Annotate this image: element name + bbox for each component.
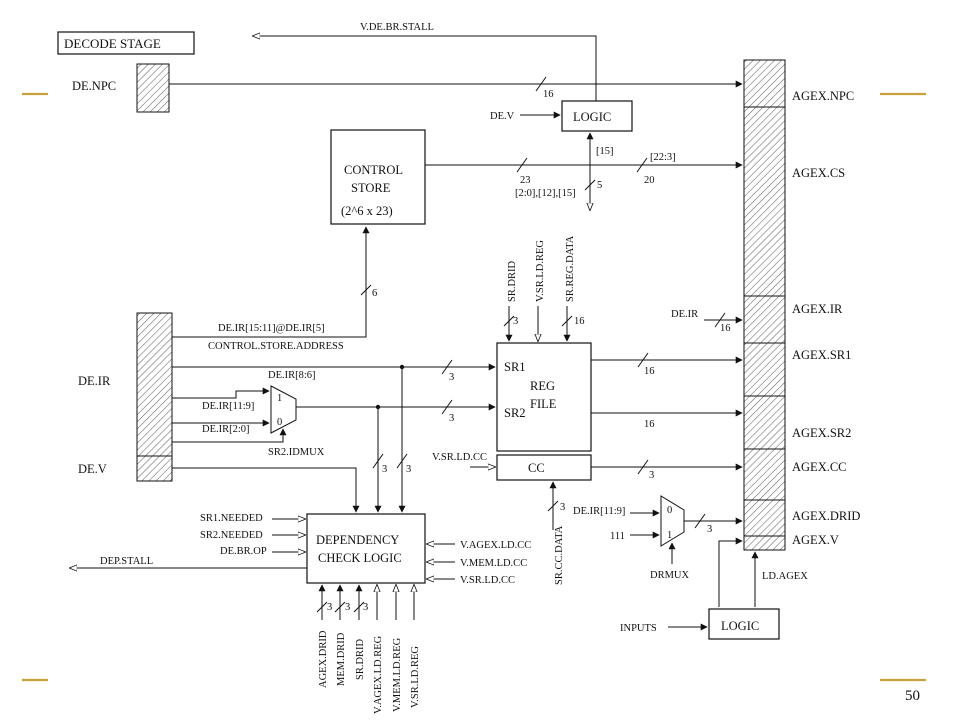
control-store-label-1: CONTROL bbox=[344, 163, 403, 177]
signal-sr-reg-data: SR.REG.DATA bbox=[565, 235, 576, 302]
mux-sr2-in0: 0 bbox=[277, 417, 282, 428]
signal-bottom-sr-drid: SR.DRID bbox=[355, 638, 366, 680]
const-111: 111 bbox=[610, 531, 625, 542]
control-store-label-2: STORE bbox=[351, 181, 391, 195]
dependency-check-box bbox=[306, 513, 426, 584]
signal-inputs: INPUTS bbox=[620, 623, 657, 634]
width-sr2: 3 bbox=[449, 413, 454, 424]
signal-sr-drid: SR.DRID bbox=[507, 260, 518, 302]
logic-top-label: LOGIC bbox=[573, 110, 611, 124]
agex-ir-label: AGEX.IR bbox=[792, 302, 843, 316]
width-ir: 16 bbox=[720, 323, 731, 334]
signal-bottom-mem-drid: MEM.DRID bbox=[336, 632, 347, 686]
signal-bottom-v-mem-ld-reg: V.MEM.LD.REG bbox=[392, 637, 403, 712]
signal-dep-stall: DEP.STALL bbox=[100, 556, 153, 567]
signal-v-de-br-stall: V.DE.BR.STALL bbox=[360, 22, 434, 33]
width-reg-data: 16 bbox=[574, 316, 585, 327]
signal-de-ir-11-9-dr: DE.IR[11:9] bbox=[573, 506, 625, 517]
mux-dr-in1: 1 bbox=[667, 530, 672, 541]
width-npc: 16 bbox=[543, 89, 554, 100]
width-cs-5: 5 bbox=[597, 180, 602, 191]
width-cc-out: 3 bbox=[649, 470, 654, 481]
latch-de-npc bbox=[136, 63, 170, 113]
reg-file-label-1: REG bbox=[530, 379, 555, 393]
width-dep-in-a: 3 bbox=[382, 464, 387, 475]
agex-sr1-label: AGEX.SR1 bbox=[792, 348, 851, 362]
signal-de-ir-2-0: DE.IR[2:0] bbox=[202, 424, 250, 435]
cc-label: CC bbox=[528, 461, 545, 475]
agex-npc-label: AGEX.NPC bbox=[792, 89, 854, 103]
logic-bottom-box bbox=[708, 608, 780, 640]
mux-dr-in0: 0 bbox=[667, 505, 672, 516]
signal-sr2-idmux: SR2.IDMUX bbox=[268, 447, 325, 458]
width-sr1: 3 bbox=[449, 372, 454, 383]
signal-sr1-needed: SR1.NEEDED bbox=[200, 513, 263, 524]
width-bottom-b: 3 bbox=[345, 602, 350, 613]
signal-de-v: DE.V bbox=[490, 111, 515, 122]
width-drid: 3 bbox=[513, 316, 518, 327]
signal-de-ir-cs-addr: DE.IR[15:11]@DE.IR[5] bbox=[218, 323, 325, 334]
logic-bottom-label: LOGIC bbox=[721, 619, 759, 633]
reg-file-box bbox=[496, 342, 592, 452]
width-bottom-a: 3 bbox=[327, 602, 332, 613]
stage-title-box bbox=[57, 31, 195, 55]
agex-latch-column bbox=[743, 59, 786, 551]
cc-box bbox=[496, 454, 592, 481]
latch-label-de-v: DE.V bbox=[78, 462, 107, 476]
signal-bottom-v-agex-ld-reg: V.AGEX.LD.REG bbox=[373, 635, 384, 714]
signal-bottom-agex-drid: AGEX.DRID bbox=[318, 630, 329, 688]
width-cc-data: 3 bbox=[560, 502, 565, 513]
drmux bbox=[660, 495, 685, 547]
bits-22-3: [22:3] bbox=[650, 152, 676, 163]
signal-v-sr-ld-reg: V.SR.LD.REG bbox=[535, 240, 546, 302]
latch-de-v bbox=[136, 455, 173, 482]
mux-sr2-in1: 1 bbox=[277, 393, 282, 404]
agex-v-label: AGEX.V bbox=[792, 533, 839, 547]
width-bottom-c: 3 bbox=[363, 602, 368, 613]
signal-de-ir-11-9: DE.IR[11:9] bbox=[202, 401, 254, 412]
signal-v-sr-ld-cc-2: V.SR.LD.CC bbox=[460, 575, 515, 586]
width-sr2-out: 16 bbox=[644, 419, 655, 430]
dep-check-label-1: DEPENDENCY bbox=[316, 533, 399, 547]
stage-title: DECODE STAGE bbox=[64, 36, 161, 51]
agex-cs-label: AGEX.CS bbox=[792, 166, 845, 180]
reg-sr2-port: SR2 bbox=[504, 406, 526, 420]
signal-bottom-v-sr-ld-reg: V.SR.LD.REG bbox=[410, 646, 421, 708]
agex-drid-label: AGEX.DRID bbox=[792, 509, 860, 523]
signal-drmux: DRMUX bbox=[650, 570, 690, 581]
dep-check-label-2: CHECK LOGIC bbox=[318, 551, 402, 565]
signal-de-ir-8-6: DE.IR[8:6] bbox=[268, 370, 316, 381]
signal-de-ir-right: DE.IR bbox=[671, 309, 698, 320]
width-dep-in-b: 3 bbox=[406, 464, 411, 475]
logic-top-box bbox=[561, 100, 633, 132]
width-sr1-out: 16 bbox=[644, 366, 655, 377]
control-store-box bbox=[330, 129, 426, 225]
signal-v-sr-ld-cc: V.SR.LD.CC bbox=[432, 452, 487, 463]
agex-cc-label: AGEX.CC bbox=[792, 460, 847, 474]
bits-15: [15] bbox=[596, 146, 614, 157]
width-cs-23: 23 bbox=[520, 175, 531, 186]
signal-cs-address: CONTROL.STORE.ADDRESS bbox=[208, 341, 344, 352]
reg-file-label-2: FILE bbox=[530, 397, 557, 411]
width-cs-20: 20 bbox=[644, 175, 655, 186]
control-store-label-3: (2^6 x 23) bbox=[341, 204, 393, 218]
width-cs-addr: 6 bbox=[372, 288, 377, 299]
latch-label-de-npc: DE.NPC bbox=[72, 79, 116, 93]
latch-de-ir bbox=[136, 312, 173, 457]
sr2-mux bbox=[270, 385, 297, 434]
width-drmux-out: 3 bbox=[707, 524, 712, 535]
reg-sr1-port: SR1 bbox=[504, 360, 526, 374]
page-number: 50 bbox=[905, 688, 920, 704]
signal-de-br-op: DE.BR.OP bbox=[220, 546, 267, 557]
signal-v-agex-ld-cc: V.AGEX.LD.CC bbox=[460, 540, 531, 551]
latch-label-de-ir: DE.IR bbox=[78, 374, 111, 388]
signal-v-mem-ld-cc: V.MEM.LD.CC bbox=[460, 558, 527, 569]
agex-sr2-label: AGEX.SR2 bbox=[792, 426, 851, 440]
signal-sr2-needed: SR2.NEEDED bbox=[200, 530, 263, 541]
signal-sr-cc-data: SR.CC.DATA bbox=[554, 525, 565, 585]
bits-cs: [2:0],[12],[15] bbox=[515, 188, 576, 199]
signal-ld-agex: LD.AGEX bbox=[762, 571, 808, 582]
